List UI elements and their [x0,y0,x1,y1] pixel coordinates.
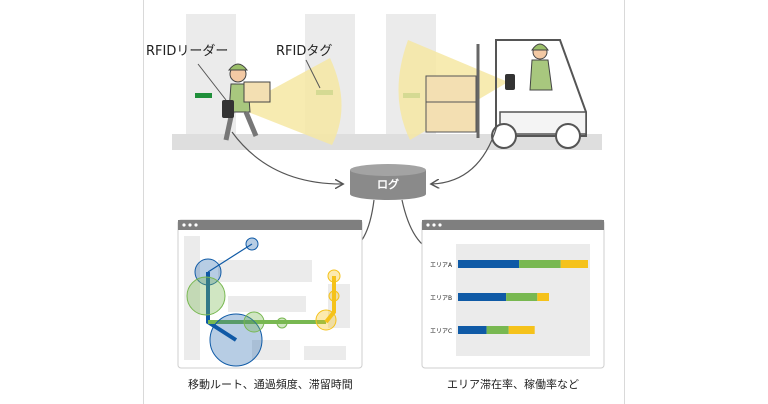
chart-window [421,219,605,369]
bar-segment-2-0 [458,326,487,334]
tag-leader-line [305,59,321,89]
frame-line-left [143,0,144,404]
handheld-reader [222,100,234,118]
bar-segment-1-1 [506,293,538,301]
worker-figure [222,63,271,141]
bar-segment-0-0 [458,260,520,268]
category-label-2: エリアC [430,328,453,335]
log-label: ログ [377,178,399,191]
arrow-worker-to-log [231,131,342,184]
pallet-box-top [425,75,477,103]
chart-caption: エリア滞在率、稼働率など [447,378,579,391]
carried-box [243,81,271,103]
forklift-figure [425,39,587,149]
reader-leader-line [197,63,227,101]
route-window [177,219,363,369]
frame-line-right [624,0,625,404]
rfid-tag-label: RFIDタグ [276,44,333,59]
route-caption: 移動ルート、通過頻度、滞留時間 [188,378,353,391]
forklift-reader [505,74,515,90]
bar-segment-1-0 [458,293,507,301]
rfid-reader-label: RFIDリーダー [146,44,229,59]
bar-segment-2-2 [508,326,535,334]
bar-segment-0-1 [519,260,561,268]
arrow-forklift-to-log [432,125,498,184]
rfid-tag-1 [195,93,212,98]
pallet-box-bottom [425,101,477,133]
bar-segment-0-2 [560,260,588,268]
category-label-1: エリアB [430,295,453,302]
bar-segment-1-2 [537,293,549,301]
bar-segment-2-1 [486,326,509,334]
log-database [350,164,426,200]
category-label-0: エリアA [430,262,453,269]
